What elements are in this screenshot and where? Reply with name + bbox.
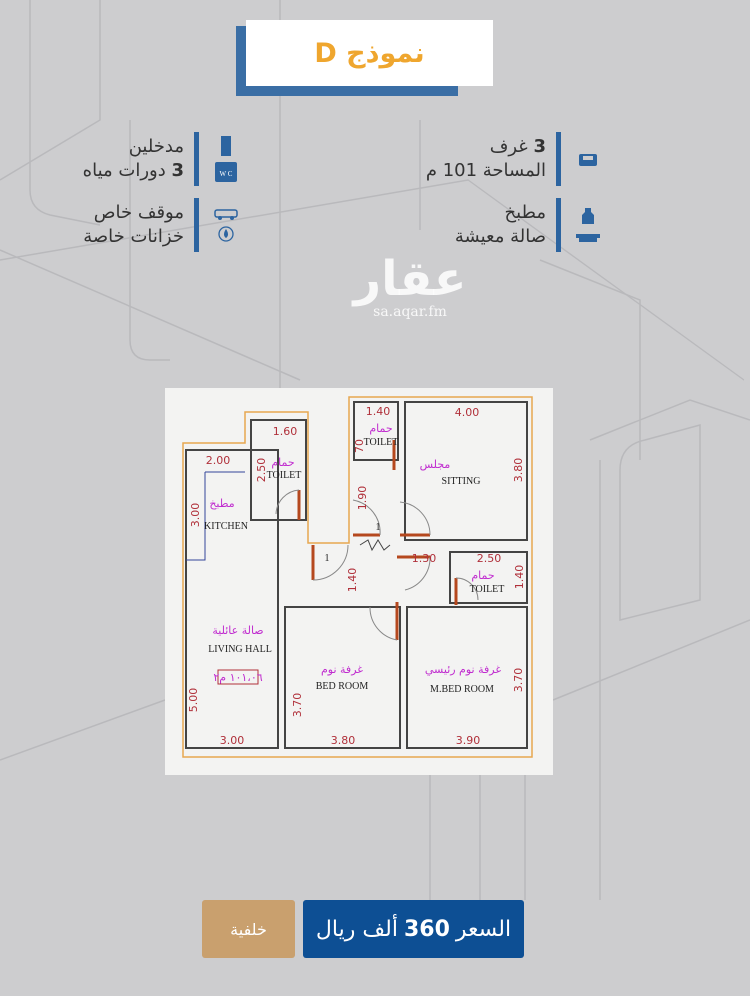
room-toilet3-ar: حمام [471, 569, 494, 582]
room-toilet2-ar: حمام [369, 422, 392, 435]
price-prefix: السعر [455, 916, 512, 942]
door-number: 1 [325, 553, 330, 564]
dim-toilet2-height: 70 [353, 439, 366, 453]
toilets-label: دورات مياه [82, 160, 166, 181]
wc-icon: W C [215, 162, 237, 182]
dim-living-height: 5.00 [187, 688, 200, 713]
door-icon [221, 136, 231, 156]
room-toilet1-en: TOILET [267, 470, 302, 481]
rooms-label: غرف [489, 136, 528, 157]
room-sitting-ar: مجلس [420, 458, 451, 471]
outer-wall [182, 396, 533, 758]
dim-kitchen-width: 2.00 [206, 454, 231, 467]
dim-mbed-width: 3.90 [456, 734, 481, 747]
dim-toilet3-width: 2.50 [477, 552, 502, 565]
feature-entrances-toilets: W C مدخلين 3 دورات مياه [83, 132, 243, 186]
room-bed-en: BED ROOM [316, 681, 369, 692]
kitchen-counter [186, 471, 245, 561]
bed-icon [579, 154, 597, 166]
tanks-label: خزانات خاصة [83, 226, 184, 247]
wall-bedroom [284, 606, 401, 749]
floor-plan: 1.60 2.00 2.50 3.00 1.40 70 4.00 3.80 1.… [165, 388, 553, 775]
room-bed-ar: غرفة نوم [321, 663, 363, 676]
wall-toilet-1 [250, 419, 307, 521]
dim-sitting-width: 4.00 [455, 406, 480, 419]
entrances-label: مدخلين [128, 136, 184, 157]
dim-toilet3-height: 1.40 [513, 565, 526, 590]
sofa-icon [576, 234, 600, 242]
svg-text:W C: W C [220, 170, 233, 178]
wall-living-kitchen [185, 449, 279, 749]
watermark-url: sa.aqar.fm [373, 304, 447, 320]
feature-parking-tanks: موقف خاص خزانات خاصة [83, 198, 243, 252]
watermark-logo: عقار [353, 251, 467, 307]
dim-sitting-height: 3.80 [512, 458, 525, 483]
parking-label: موقف خاص [93, 202, 184, 223]
divider-bar [556, 198, 561, 252]
title-box: نموذج D [246, 20, 493, 86]
divider-bar [194, 198, 199, 252]
dim-mbed-height: 3.70 [512, 668, 525, 693]
room-kitchen-ar: مطبخ [209, 497, 234, 510]
dim-toilet1-width: 1.60 [273, 425, 298, 438]
room-toilet3-en: TOILET [470, 584, 505, 595]
room-sitting-en: SITTING [442, 476, 481, 487]
room-living-en: LIVING HALL [208, 644, 272, 655]
kitchen-label: مطبخ [504, 202, 546, 223]
wall-toilet-3 [449, 551, 528, 604]
dim-bed-width: 3.80 [331, 734, 356, 747]
dim-kitchen-height: 3.00 [189, 503, 202, 528]
room-living-ar: صالة عائلية [212, 624, 263, 637]
divider-bar [194, 132, 199, 186]
room-mbed-ar: غرفة نوم رئيسي [425, 663, 501, 676]
wall-toilet-2 [353, 401, 399, 461]
car-icon [214, 209, 238, 220]
dim-bed-height: 3.70 [291, 693, 304, 718]
area-label: المساحة 101 م [425, 160, 546, 181]
floor-plan-drawing: 1.60 2.00 2.50 3.00 1.40 70 4.00 3.80 1.… [182, 396, 533, 758]
dim-toilet1-height: 2.50 [255, 458, 268, 483]
water-drop-icon [218, 226, 234, 242]
apron-icon [582, 208, 594, 224]
room-toilet1-ar: حمام [271, 456, 294, 469]
dim-corridor-height: 1.90 [356, 486, 369, 511]
dim-living-width: 3.00 [220, 734, 245, 747]
dim-corridor-width: 1.30 [412, 552, 437, 565]
rooms-count: 3 [533, 136, 546, 157]
room-mbed-en: M.BED ROOM [430, 684, 494, 695]
wall-sitting [404, 401, 528, 541]
feature-kitchen-living: مطبخ صالة معيشة [455, 198, 605, 252]
toilets-count: 3 [171, 160, 184, 181]
dim-toilet2-width: 1.40 [366, 405, 391, 418]
watermark: عقار sa.aqar.fm [345, 254, 475, 320]
wall-master-bedroom [406, 606, 528, 749]
room-toilet2-en: TOILET [364, 437, 399, 448]
door-number: 1 [376, 522, 381, 533]
price-button[interactable]: السعر 360 ألف ريال [303, 900, 524, 958]
plan-area: ١٠١،٠٦ م٢ [213, 671, 262, 684]
background-button[interactable]: خلفية [202, 900, 295, 958]
room-kitchen-en: KITCHEN [204, 521, 248, 532]
model-title: نموذج D [314, 37, 425, 69]
dim-hall-height: 1.40 [346, 568, 359, 593]
feature-rooms-area: 3 غرف المساحة 101 م [426, 132, 605, 186]
price-value: 360 [403, 916, 450, 942]
divider-bar [556, 132, 561, 186]
price-suffix: ألف ريال [315, 916, 398, 942]
area-box [217, 669, 259, 685]
living-label: صالة معيشة [454, 226, 546, 247]
